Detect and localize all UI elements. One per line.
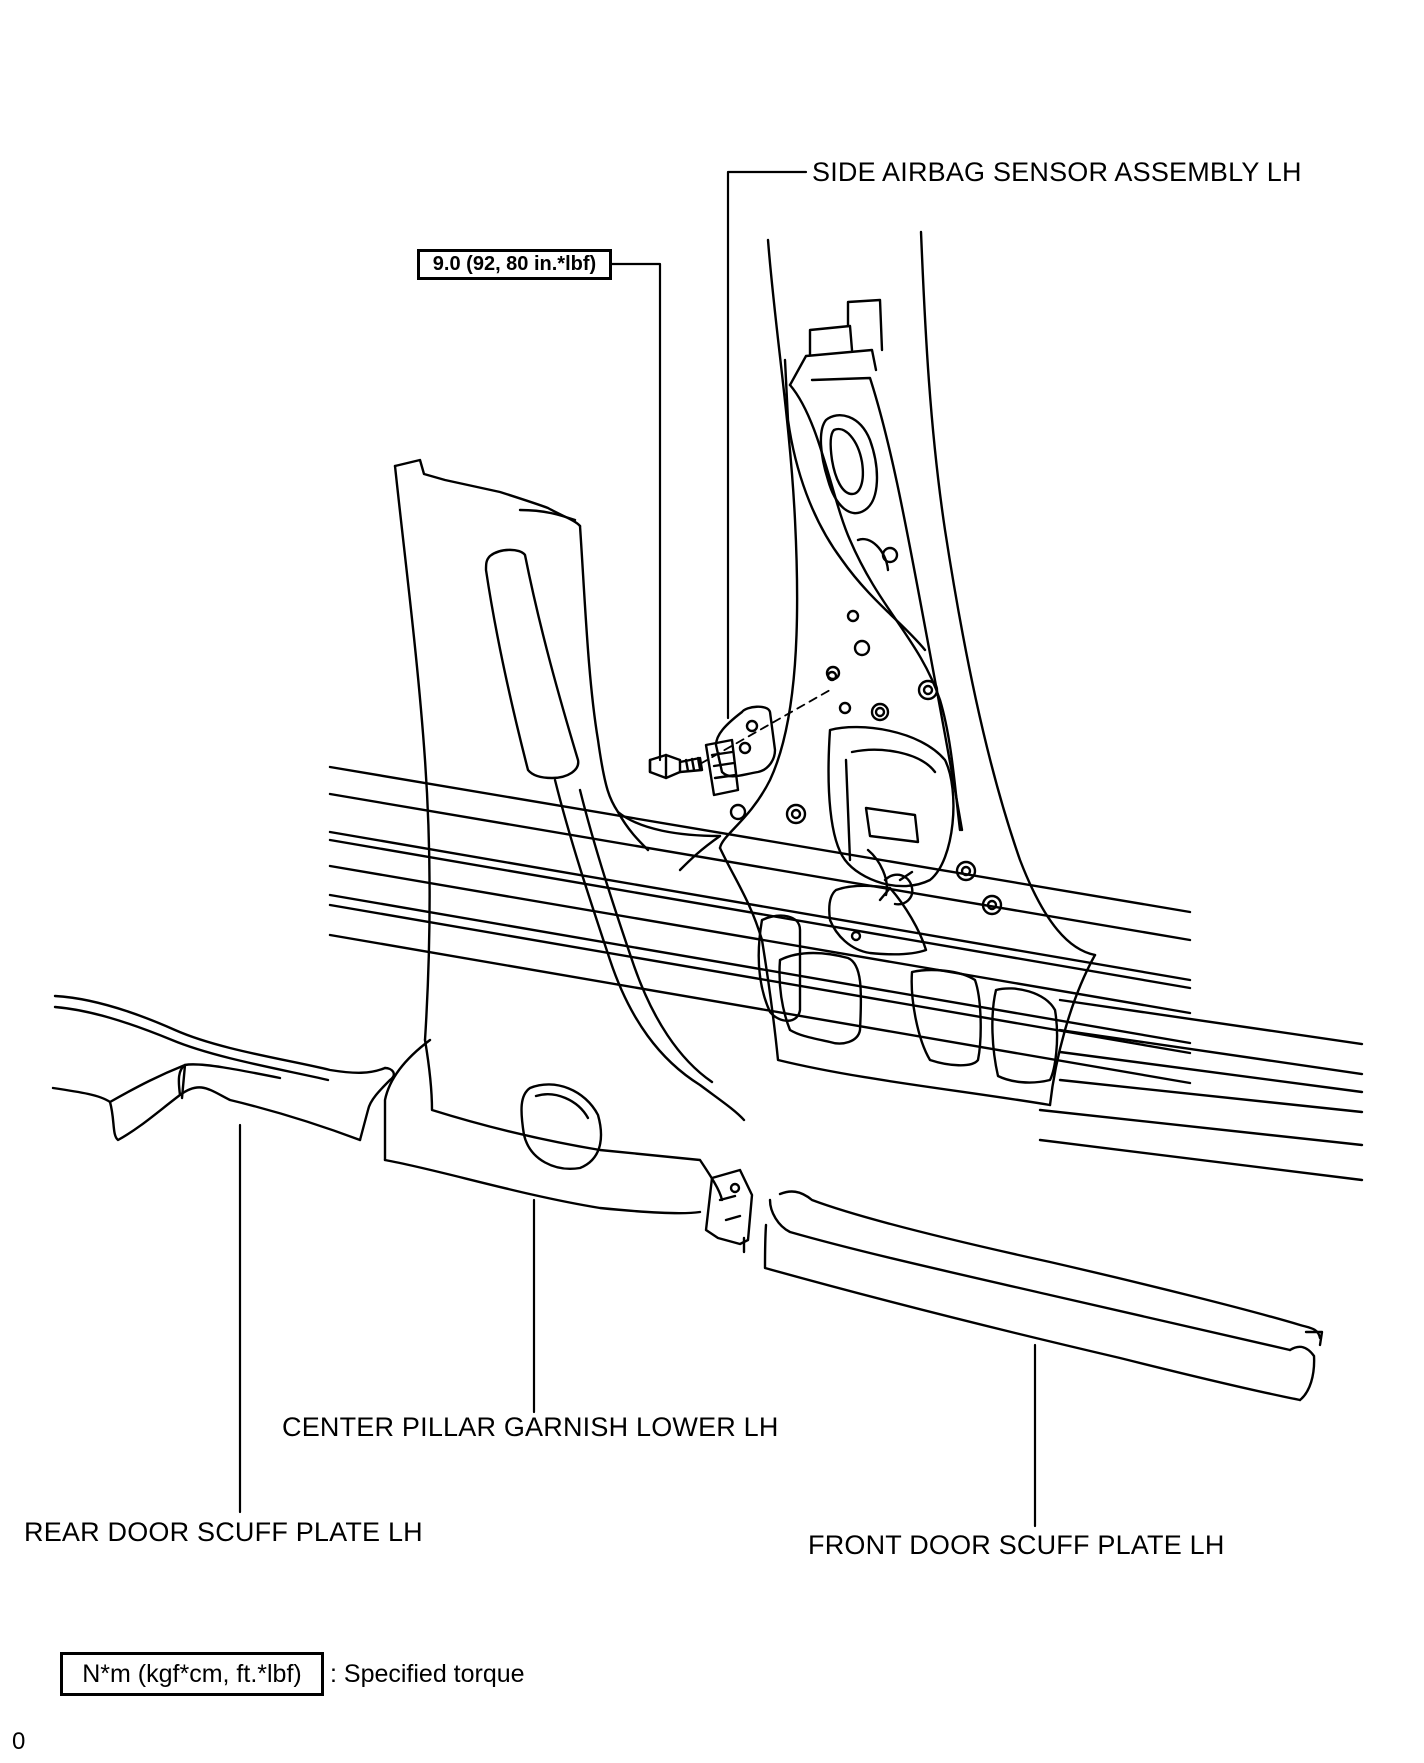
label-center-pillar-garnish: CENTER PILLAR GARNISH LOWER LH <box>282 1412 779 1442</box>
leader-lines <box>238 170 1037 1528</box>
torque-value-box: 9.0 (92, 80 in.*lbf) <box>417 249 612 280</box>
figure-id: 0 <box>12 1728 26 1755</box>
side-airbag-sensor <box>704 705 777 797</box>
bolt-alignment-line <box>699 689 831 765</box>
sensor-bolt <box>648 753 704 780</box>
center-pillar-garnish <box>383 458 754 1254</box>
mounting-hole <box>826 670 838 682</box>
rear-door-scuff-plate <box>51 994 395 1142</box>
legend-torque-unit-box: N*m (kgf*cm, ft.*lbf) <box>60 1652 324 1696</box>
label-side-airbag-sensor: SIDE AIRBAG SENSOR ASSEMBLY LH <box>812 157 1302 187</box>
label-rear-door-scuff-plate: REAR DOOR SCUFF PLATE LH <box>24 1517 423 1547</box>
rocker-rails <box>328 765 1364 1182</box>
label-front-door-scuff-plate: FRONT DOOR SCUFF PLATE LH <box>808 1530 1225 1560</box>
front-door-scuff-plate <box>763 1190 1324 1402</box>
legend-description: : Specified torque <box>330 1660 525 1688</box>
body-center-pillar <box>718 230 1097 1107</box>
